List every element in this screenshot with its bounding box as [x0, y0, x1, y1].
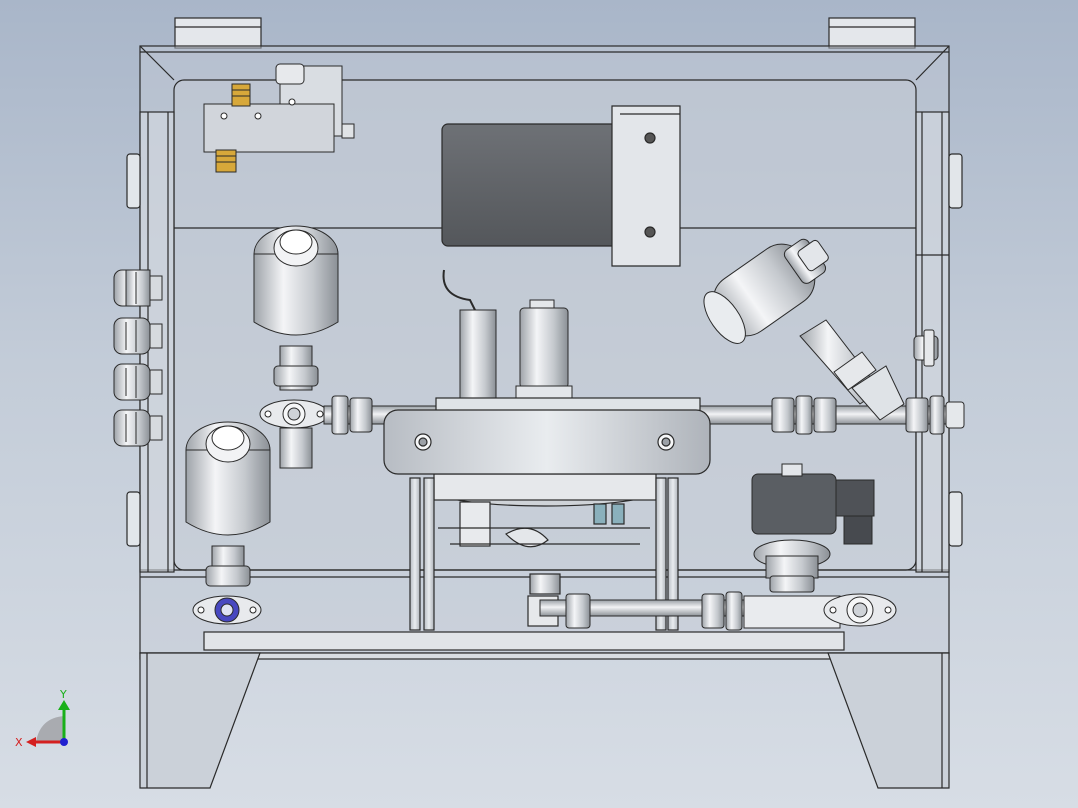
hinge-left-top	[126, 153, 141, 209]
control-box[interactable]	[441, 105, 681, 267]
union-fitting-left	[331, 395, 373, 435]
bracket-hole-bottom	[644, 226, 656, 238]
angle-seat-valve-right[interactable]	[695, 222, 841, 351]
right-wall-fitting	[913, 329, 939, 367]
sensor-probe[interactable]	[442, 269, 497, 411]
cable-glands	[113, 269, 163, 447]
brass-fitting-top	[231, 83, 251, 107]
solenoid-valve[interactable]	[751, 463, 875, 593]
support-leg-1	[409, 477, 421, 631]
stand-leg-right	[827, 652, 950, 789]
cable-gland-4[interactable]	[113, 409, 163, 447]
cable-gland-2[interactable]	[113, 317, 163, 355]
cable-gland-3[interactable]	[113, 363, 163, 401]
pipe-flange-lower-left	[192, 595, 262, 625]
triad-y-label: Y	[59, 688, 67, 701]
hinge-right-bottom	[948, 491, 963, 547]
stand-base	[139, 652, 950, 660]
bracket-hole-top	[644, 132, 656, 144]
top-tab-left	[174, 17, 262, 49]
level-transmitter[interactable]	[515, 299, 573, 409]
base-plate	[203, 631, 845, 651]
pipe-flange-bottom-right	[823, 593, 897, 627]
triad-x-label: X	[15, 736, 23, 749]
hinge-left-bottom	[126, 491, 141, 547]
support-leg-2	[423, 477, 435, 631]
union-fitting-right-2	[905, 395, 965, 435]
brass-fitting-bottom	[215, 149, 237, 173]
hinge-right-top	[948, 153, 963, 209]
triad-z-axis	[60, 738, 68, 746]
orientation-triad[interactable]: X Y	[15, 688, 70, 749]
pneumatic-pilot-valve[interactable]	[203, 63, 355, 173]
angle-seat-valve-upper-left[interactable]	[253, 225, 339, 469]
central-manifold[interactable]	[383, 397, 711, 631]
support-leg-3	[655, 477, 667, 631]
triad-plane	[36, 716, 64, 742]
support-leg-4	[667, 477, 679, 631]
bottom-pipe	[539, 591, 897, 631]
union-fitting-right-1	[771, 395, 837, 435]
stand-leg-left	[139, 652, 261, 789]
triad-x-arrow	[26, 737, 36, 747]
top-tab-right	[828, 17, 916, 49]
triad-y-arrow	[58, 700, 70, 710]
angle-seat-valve-lower-left[interactable]	[185, 421, 271, 625]
cable-gland-1[interactable]	[113, 269, 163, 307]
pipe-flange-upper-left	[259, 399, 329, 429]
angle-valve-stem	[799, 319, 905, 421]
